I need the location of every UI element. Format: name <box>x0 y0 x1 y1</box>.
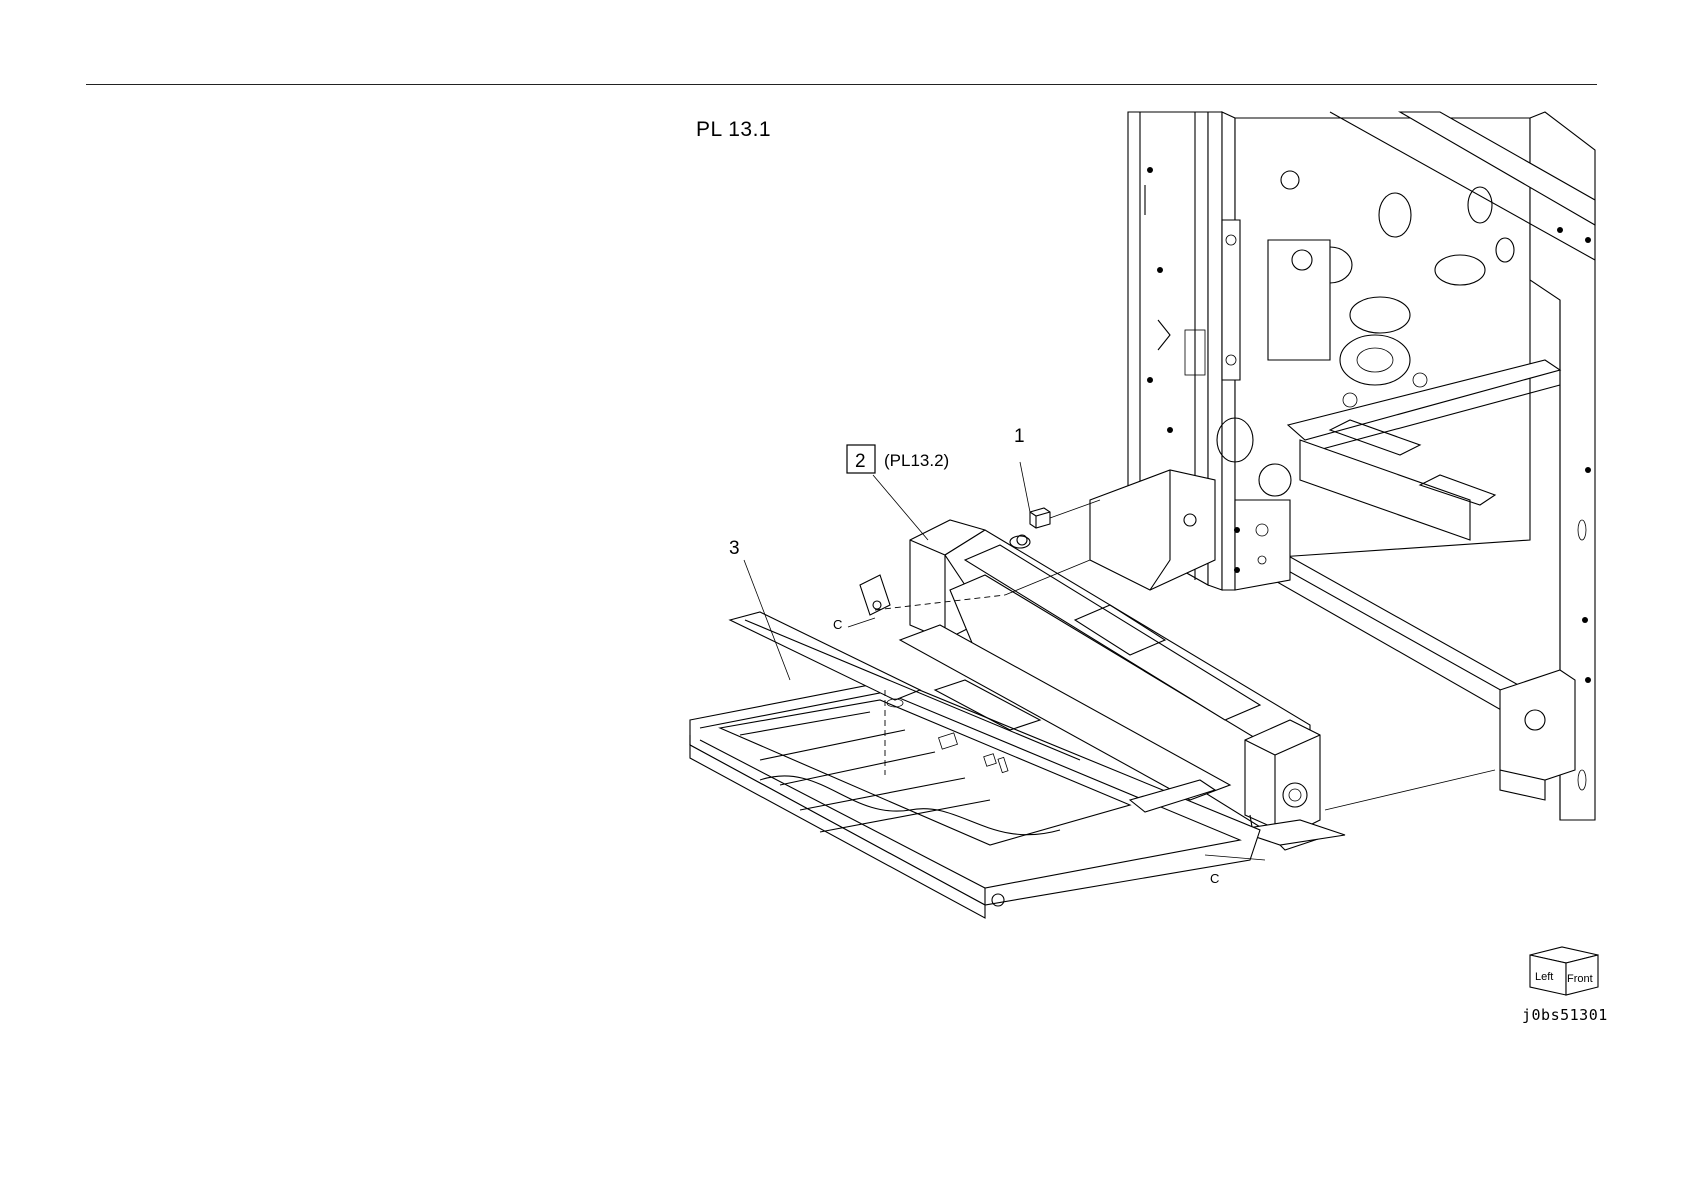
orientation-front-label: Front <box>1567 973 1593 985</box>
callout-2-reference: (PL13.2) <box>884 451 949 470</box>
callout-1: 1 <box>1014 426 1025 447</box>
figure-id: j0bs51301 <box>1522 1006 1608 1024</box>
connector-c-lower: C <box>1210 871 1219 886</box>
callout-2: 2 <box>855 451 866 472</box>
connector-c-upper: C <box>833 617 842 632</box>
orientation-left-label: Left <box>1535 971 1553 983</box>
callout-3: 3 <box>729 538 740 559</box>
orientation-cube-icon: Left Front <box>1530 947 1598 995</box>
